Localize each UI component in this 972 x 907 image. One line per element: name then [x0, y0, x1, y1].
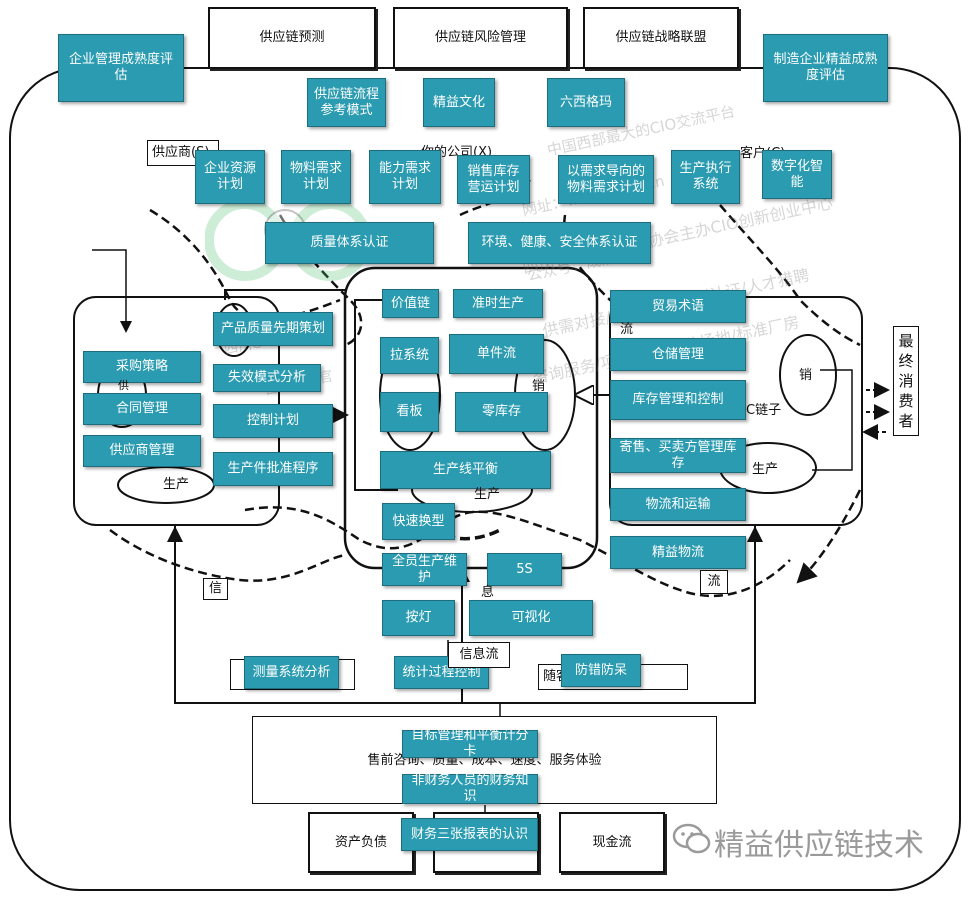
sop-box[interactable]: 销售库存营运计划 — [457, 155, 530, 204]
kanban-box[interactable]: 看板 — [380, 392, 439, 432]
consignment-box[interactable]: 寄售、买卖方管理库存 — [610, 438, 746, 473]
line-balance-box[interactable]: 生产线平衡 — [380, 451, 551, 489]
balance-sheet-box[interactable]: 资产负债 — [308, 812, 414, 873]
value-chain-box[interactable]: 价值链 — [382, 289, 439, 318]
contract-box[interactable]: 合同管理 — [83, 393, 201, 425]
msa-box[interactable]: 测量系统分析 — [244, 656, 339, 689]
info-label: 息 — [481, 585, 495, 600]
flow-box-label: 流 — [700, 570, 728, 594]
bsc-box[interactable]: 目标管理和平衡计分卡 — [402, 728, 538, 759]
customer-sell-label: 销 — [799, 368, 813, 383]
mrp-box[interactable]: 物料需求计划 — [281, 150, 351, 204]
zero-inventory-box[interactable]: 零库存 — [455, 392, 548, 432]
crp-box[interactable]: 能力需求计划 — [369, 150, 441, 204]
info-flow-label: 信息流 — [448, 642, 510, 668]
pull-system-box[interactable]: 拉系统 — [380, 337, 439, 374]
company-produce-label: 生产 — [474, 487, 501, 502]
poka-yoke-box[interactable]: 防错防呆 — [561, 654, 641, 687]
inventory-control-box[interactable]: 库存管理和控制 — [610, 380, 746, 420]
warehouse-box[interactable]: 仓储管理 — [610, 338, 746, 371]
three-reports-box[interactable]: 财务三张报表的认识 — [401, 818, 538, 851]
scor-box[interactable]: 供应链流程参考模式 — [307, 78, 386, 127]
maturity-right-box[interactable]: 制造企业精益成熟度评估 — [763, 34, 888, 102]
five-s-box[interactable]: 5S — [487, 553, 562, 586]
final-consumer-label: 最终消费者 — [893, 326, 919, 436]
supplier-produce-label: 生产 — [163, 477, 190, 492]
fmea-box[interactable]: 失效模式分析 — [213, 364, 321, 392]
supply-label: 供 — [118, 379, 129, 392]
andon-box[interactable]: 按灯 — [382, 600, 455, 636]
wechat-icon — [672, 823, 711, 854]
c-chain-label: C链子 — [746, 403, 782, 418]
tpm-box[interactable]: 全员生产维护 — [382, 553, 467, 586]
apqp-box[interactable]: 产品质量先期策划 — [213, 312, 333, 346]
six-sigma-box[interactable]: 六西格玛 — [547, 78, 625, 127]
customer-produce-label: 生产 — [752, 462, 779, 477]
digital-box[interactable]: 数字化智能 — [762, 150, 832, 199]
lean-logistics-box[interactable]: 精益物流 — [610, 536, 746, 569]
flow-label: 流 — [620, 322, 634, 337]
brand-text: 精益供应链技术 — [714, 828, 924, 863]
nonfinance-box[interactable]: 非财务人员的财务知识 — [402, 773, 538, 804]
srm-box[interactable]: 供应商管理 — [83, 435, 201, 467]
cashflow-box[interactable]: 现金流 — [559, 812, 665, 873]
maturity-left-box[interactable]: 企业管理成熟度评估 — [58, 34, 184, 102]
ppap-box[interactable]: 生产件批准程序 — [213, 452, 333, 486]
forecast-box[interactable]: 供应链预测 — [208, 7, 376, 69]
lean-culture-box[interactable]: 精益文化 — [423, 78, 495, 127]
mes-box[interactable]: 生产执行系统 — [671, 150, 740, 204]
one-piece-flow-box[interactable]: 单件流 — [449, 334, 544, 374]
quality-cert-box[interactable]: 质量体系认证 — [265, 222, 434, 264]
smed-box[interactable]: 快速换型 — [382, 503, 455, 540]
trade-terms-box[interactable]: 贸易术语 — [610, 290, 746, 323]
erp-box[interactable]: 企业资源计划 — [195, 150, 265, 204]
risk-box[interactable]: 供应链风险管理 — [393, 7, 568, 69]
visual-box[interactable]: 可视化 — [469, 600, 593, 636]
procurement-box[interactable]: 采购策略 — [83, 351, 201, 383]
info-box-label: 信 — [203, 578, 228, 600]
ddmrp-box[interactable]: 以需求导向的物料需求计划 — [558, 155, 654, 204]
ehs-cert-box[interactable]: 环境、健康、安全体系认证 — [468, 222, 651, 264]
jit-box[interactable]: 准时生产 — [453, 289, 543, 318]
customer-sell-loop — [779, 334, 837, 416]
control-plan-box[interactable]: 控制计划 — [213, 404, 333, 438]
alliance-box[interactable]: 供应链战略联盟 — [583, 7, 739, 69]
company-sell-label: 销 — [532, 379, 546, 394]
spc-box[interactable]: 统计过程控制 — [394, 656, 489, 689]
transport-box[interactable]: 物流和运输 — [610, 488, 746, 521]
